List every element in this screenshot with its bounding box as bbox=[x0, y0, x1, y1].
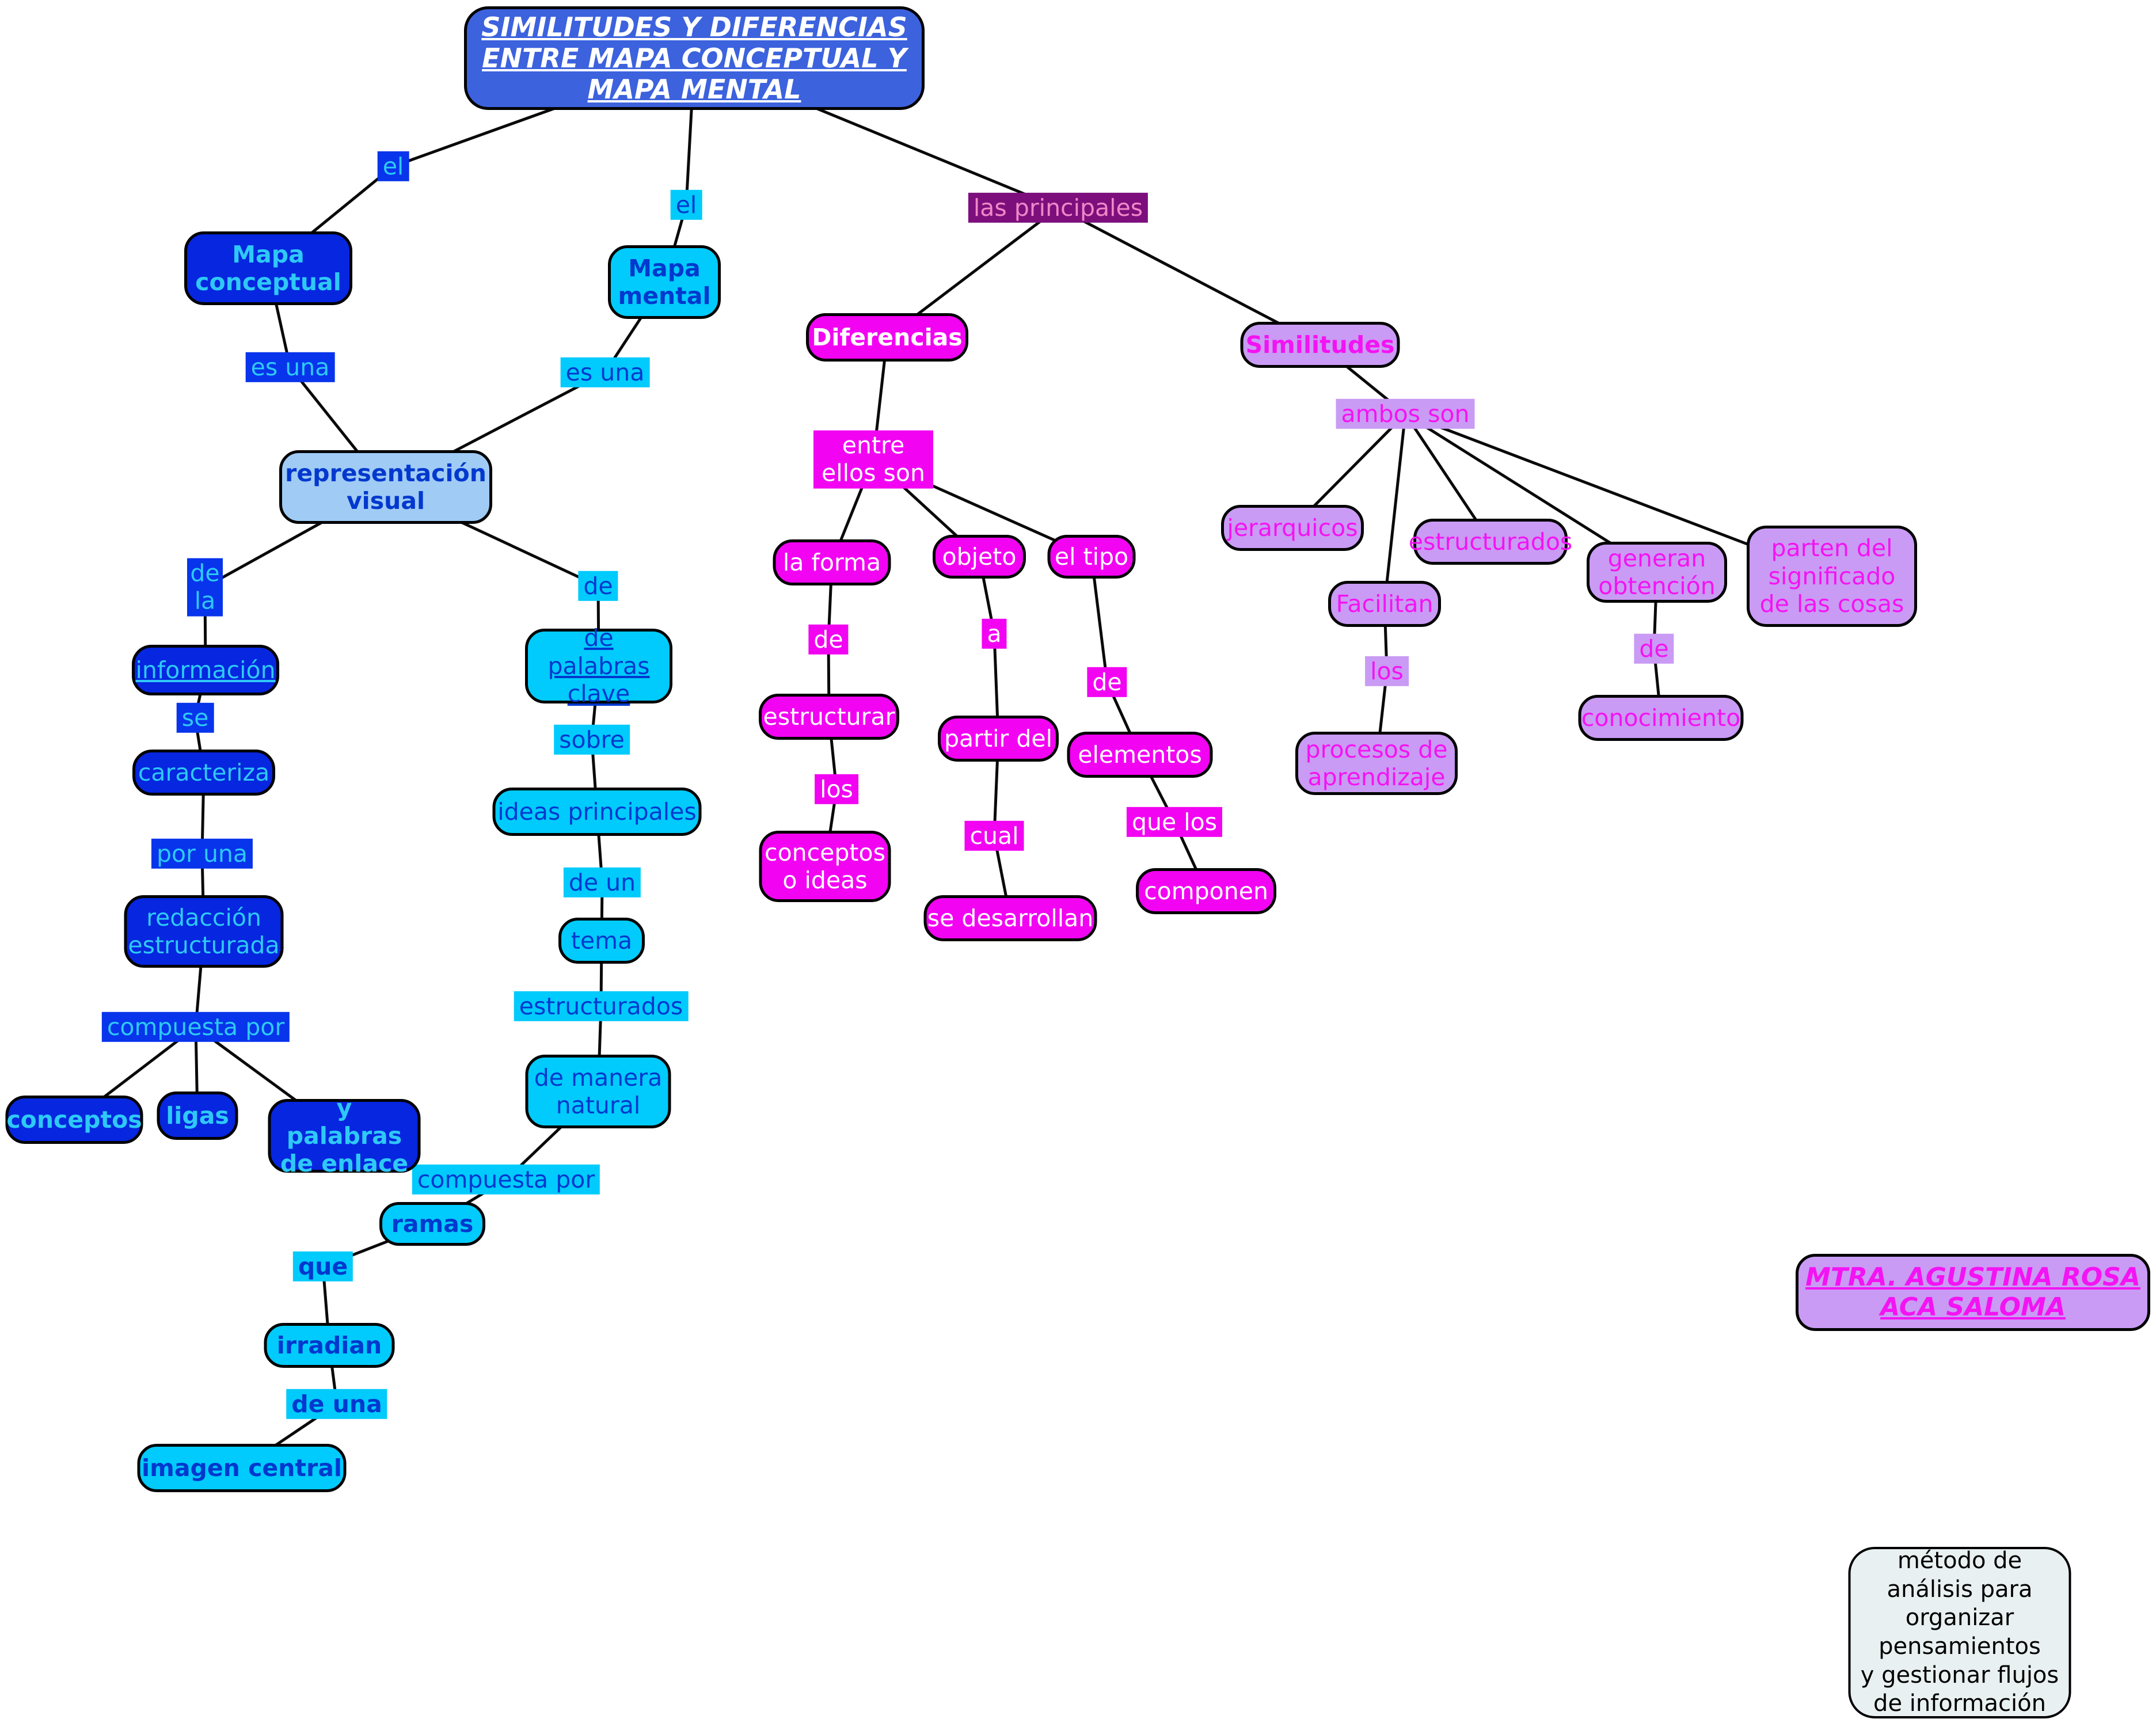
link-label-sobre: sobre bbox=[554, 724, 630, 755]
node-definition-note: método de análisis para organizar pensam… bbox=[1848, 1547, 2071, 1718]
node-de-manera-natural: de manera natural bbox=[525, 1055, 671, 1128]
node-y-palabras-de-enlace: y palabras de enlace bbox=[268, 1094, 421, 1177]
link-label-de-similitudes: de bbox=[1634, 633, 1674, 664]
node-procesos-de-aprendizaje: procesos de aprendizaje bbox=[1295, 732, 1458, 795]
node-diferencias: Diferencias bbox=[806, 313, 968, 362]
link-label-que: que bbox=[292, 1251, 353, 1282]
link-label-de-right: de bbox=[578, 571, 618, 602]
link-label-de-diferencias: de bbox=[808, 624, 849, 655]
node-conocimiento: conocimiento bbox=[1578, 695, 1744, 741]
node-tema: tema bbox=[558, 918, 645, 964]
node-objeto: objeto bbox=[933, 535, 1026, 579]
link-label-se: se bbox=[176, 702, 214, 733]
link-label-entre-ellos-son: entre ellos son bbox=[813, 430, 933, 489]
link-label-es-una-right: es una bbox=[560, 357, 650, 388]
link-label-los-diferencias: los bbox=[815, 774, 858, 805]
author-line: ACA SALOMA bbox=[1880, 1292, 2066, 1322]
note-line: método de bbox=[1897, 1547, 2022, 1575]
node-conceptos: conceptos bbox=[5, 1096, 143, 1144]
node-de-palabras-clave: de palabras clave bbox=[525, 624, 672, 708]
node-partir-del: partir del bbox=[938, 716, 1059, 762]
link-label-compuesta-por-left: compuesta por bbox=[101, 1011, 290, 1043]
node-mapa-mental: Mapa mental bbox=[608, 245, 721, 319]
node-imagen-central: imagen central bbox=[137, 1444, 347, 1492]
node-parten-del-significado: parten del significado de las cosas bbox=[1747, 526, 1917, 627]
node-facilitan: Facilitan bbox=[1328, 581, 1441, 627]
node-redaccion-estructurada: redacción estructurada bbox=[124, 895, 284, 968]
node-mapa-conceptual: Mapa conceptual bbox=[184, 231, 352, 305]
link-label-por-una: por una bbox=[151, 838, 253, 869]
link-label-de-tipo: de bbox=[1087, 667, 1127, 698]
link-label-estructurados: estructurados bbox=[514, 991, 689, 1022]
title-line: MAPA MENTAL bbox=[587, 74, 801, 105]
link-label-que-los: que los bbox=[1126, 807, 1223, 838]
node-estructurar: estructurar bbox=[759, 694, 899, 740]
node-generan-obtencion: generan obtención bbox=[1587, 542, 1727, 603]
node-conceptos-o-ideas: conceptos o ideas bbox=[759, 831, 891, 902]
node-title: SIMILITUDES Y DIFERENCIAS ENTRE MAPA CON… bbox=[464, 6, 925, 110]
node-componen: componen bbox=[1136, 868, 1276, 914]
link-label-las-principales: las principales bbox=[968, 192, 1149, 223]
node-informacion: información bbox=[132, 645, 279, 695]
link-label-compuesta-por-right: compuesta por bbox=[412, 1164, 600, 1195]
node-author: MTRA. AGUSTINA ROSA ACA SALOMA bbox=[1796, 1254, 2150, 1331]
node-ideas-principales: ideas principales bbox=[492, 788, 702, 836]
link-label-el-right: el bbox=[670, 189, 702, 220]
link-label-es-una-left: es una bbox=[245, 352, 335, 383]
node-ligas: ligas bbox=[157, 1092, 238, 1140]
link-label-de-un: de un bbox=[563, 867, 641, 898]
note-line: pensamientos bbox=[1879, 1633, 2041, 1660]
link-label-cual: cual bbox=[964, 820, 1024, 851]
link-label-de-la: de la bbox=[187, 558, 223, 617]
note-line: y gestionar flujos bbox=[1860, 1661, 2059, 1688]
link-label-los-similitudes: los bbox=[1365, 656, 1409, 687]
node-estructurados-similitudes: estructurados bbox=[1409, 519, 1572, 565]
title-line: SIMILITUDES Y DIFERENCIAS bbox=[481, 11, 907, 43]
link-label-ambos-son: ambos son bbox=[1336, 398, 1475, 429]
note-line: organizar bbox=[1905, 1604, 2014, 1631]
author-line: MTRA. AGUSTINA ROSA bbox=[1805, 1262, 2140, 1292]
node-elementos: elementos bbox=[1067, 732, 1213, 778]
link-label-a: a bbox=[982, 618, 1007, 649]
node-ramas: ramas bbox=[379, 1202, 485, 1246]
title-line: ENTRE MAPA CONCEPTUAL Y bbox=[482, 42, 907, 74]
node-representacion-visual: representación visual bbox=[279, 450, 492, 524]
note-line: análisis para bbox=[1887, 1576, 2033, 1603]
node-caracteriza: caracteriza bbox=[132, 750, 275, 796]
node-se-desarrollan: se desarrollan bbox=[923, 895, 1097, 941]
node-jerarquicos: jerarquicos bbox=[1221, 505, 1364, 551]
node-similitudes: Similitudes bbox=[1240, 322, 1400, 368]
link-label-el-left: el bbox=[377, 151, 409, 182]
node-irradian: irradian bbox=[264, 1323, 395, 1368]
node-la-forma: la forma bbox=[773, 539, 891, 585]
note-line: de información bbox=[1873, 1690, 2046, 1717]
link-label-de-una: de una bbox=[286, 1389, 387, 1420]
node-el-tipo: el tipo bbox=[1047, 535, 1136, 579]
